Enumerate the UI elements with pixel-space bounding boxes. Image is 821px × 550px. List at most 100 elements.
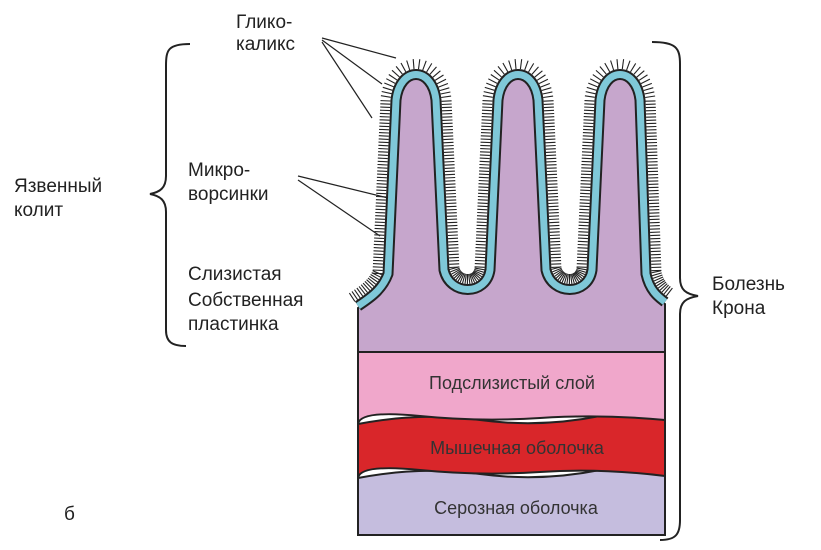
- glycocalyx-hair: [365, 281, 372, 288]
- glycocalyx-hair: [550, 238, 560, 239]
- glycocalyx-hair: [377, 177, 387, 178]
- glycocalyx-hair: [377, 184, 387, 185]
- glycocalyx-hair: [582, 152, 592, 153]
- glycocalyx-hair: [544, 114, 554, 115]
- glycocalyx-hair: [583, 133, 593, 134]
- glycocalyx-hair: [549, 209, 559, 210]
- serosa-label: Серозная оболочка: [434, 498, 599, 518]
- glycocalyx-hair: [478, 193, 488, 194]
- glycocalyx-hair: [475, 254, 485, 255]
- glycocalyx-hair: [373, 257, 383, 258]
- microvilli-label-line1: Микро-: [188, 160, 250, 182]
- glycocalyx-hair: [582, 155, 592, 156]
- glycocalyx-hair: [631, 63, 636, 72]
- glycocalyx-hair: [478, 206, 488, 207]
- glycocalyx-hair: [386, 79, 395, 84]
- glycocalyx-hair: [577, 251, 587, 252]
- glycocalyx-hair: [475, 260, 485, 261]
- glycocalyx-hair: [549, 206, 559, 207]
- glycocalyx-hair: [503, 63, 508, 72]
- glycocalyx-hair: [578, 232, 588, 233]
- glycocalyx-hair: [494, 70, 502, 77]
- glycocalyx-hair: [639, 75, 647, 80]
- glycocalyx-hair: [579, 222, 589, 223]
- glycocalyx-hair: [579, 225, 589, 226]
- glycocalyx-hair: [413, 59, 414, 69]
- glycocalyx-hair: [440, 88, 450, 91]
- glycocalyx-hair: [374, 232, 384, 233]
- glycocalyx-hair: [483, 96, 493, 98]
- glycocalyx-hair: [435, 75, 443, 80]
- glycocalyx-hair: [578, 235, 588, 236]
- glycocalyx-hair: [548, 190, 558, 191]
- glycocalyx-hair: [482, 107, 492, 108]
- glycocalyx-hair: [379, 139, 389, 140]
- glycocalyx-hair: [378, 161, 388, 162]
- glycocalyx-hair: [550, 245, 560, 246]
- muscularis-label: Мышечная оболочка: [430, 438, 605, 458]
- glycocalyx-hair: [600, 67, 606, 75]
- lamina-propria-label-line1: Собственная: [188, 290, 303, 312]
- glycocalyx-hair: [645, 92, 655, 94]
- glycocalyx-hair: [580, 190, 590, 191]
- glycocalyx-hair: [549, 225, 559, 226]
- glycocalyx-hair: [445, 168, 455, 169]
- glycocalyx-hair: [379, 142, 389, 143]
- glycocalyx-hair: [444, 146, 454, 147]
- glycocalyx-hair: [583, 123, 593, 124]
- glycocalyx-hair: [580, 193, 590, 194]
- glycocalyx-hair: [449, 251, 459, 252]
- glycocalyx-hair: [587, 87, 597, 90]
- glycocalyx-hair: [580, 200, 590, 201]
- glycocalyx-hair: [374, 248, 384, 249]
- glycocalyx-hair: [583, 139, 593, 140]
- glycocalyx-hair: [548, 200, 558, 201]
- glycocalyx-hair: [586, 92, 596, 94]
- glycocalyx-hair: [550, 232, 560, 233]
- glycocalyx-hair: [449, 264, 459, 265]
- glycocalyx-hair: [545, 139, 555, 140]
- glycocalyx-hair: [580, 197, 590, 198]
- glycocalyx-hair: [551, 251, 561, 252]
- glycocalyx-hair: [379, 136, 389, 137]
- glycocalyx-hair: [448, 238, 458, 239]
- glycocalyx-hair: [541, 84, 550, 88]
- glycocalyx-hair: [544, 104, 554, 105]
- glycocalyx-hair: [373, 270, 383, 271]
- glycocalyx-hair: [582, 145, 592, 146]
- glycocalyx-hair: [445, 165, 455, 166]
- glycocalyx-hair: [478, 190, 488, 191]
- mucosa-label: Слизистая: [188, 264, 282, 286]
- glycocalyx-hair: [377, 174, 387, 175]
- glycocalyx-hair: [477, 213, 487, 214]
- glycocalyx-hair: [378, 158, 388, 159]
- glycocalyx-hair: [482, 120, 492, 121]
- glycocalyx-hair: [477, 216, 487, 217]
- glycocalyx-hair: [578, 248, 588, 249]
- glycocalyx-hair: [543, 96, 553, 97]
- glycocalyx-hair: [446, 184, 456, 185]
- glycocalyx-hair: [423, 61, 427, 70]
- glycocalyx-hair: [664, 286, 670, 294]
- glycocalyx-hair: [441, 92, 451, 94]
- glycocalyx-hair: [578, 229, 588, 230]
- crohn-label-line1: Болезнь: [712, 274, 785, 296]
- glycocalyx-hair: [419, 59, 420, 69]
- glycocalyx-hair: [579, 209, 589, 210]
- glycocalyx-hair: [475, 251, 485, 252]
- glycocalyx-hair: [491, 75, 499, 81]
- glycocalyx-hair: [550, 229, 560, 230]
- glycocalyx-hair: [482, 113, 492, 114]
- glycocalyx-hair: [433, 71, 441, 78]
- glycocalyx-hair: [644, 88, 654, 91]
- glycocalyx-hair: [583, 129, 593, 130]
- glycocalyx-hair: [381, 96, 391, 98]
- glycocalyx-hair: [584, 104, 594, 105]
- glycocalyx-hair: [583, 126, 593, 127]
- glycocalyx-hair: [545, 120, 555, 121]
- glycocalyx-hair: [478, 187, 488, 188]
- glycocalyx-hair: [373, 254, 383, 255]
- glycocalyx-hair: [551, 248, 561, 249]
- glycocalyx-hair: [641, 79, 650, 84]
- glycocalyx-hair: [545, 126, 555, 127]
